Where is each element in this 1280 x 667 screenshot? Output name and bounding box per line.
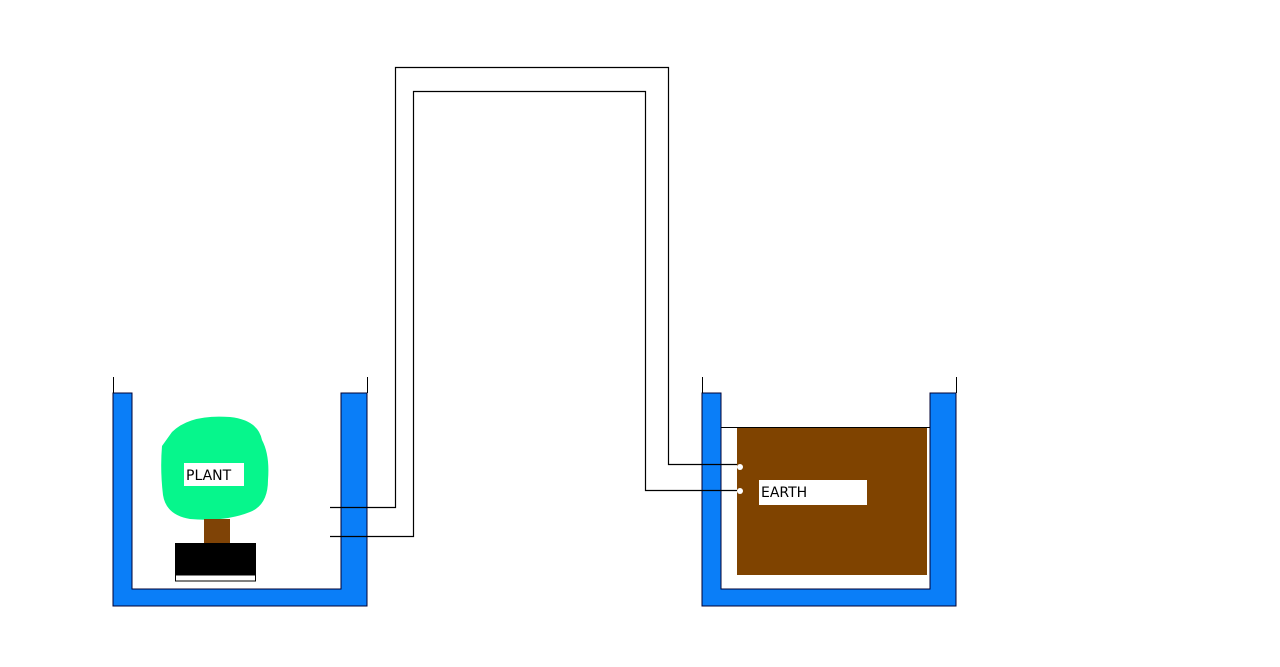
plant: PLANT (161, 416, 269, 582)
pipe-outer-wall (330, 66, 737, 509)
plant-label-box (184, 463, 244, 486)
earth-label-box (759, 480, 867, 505)
right-container-water-wall (701, 392, 957, 607)
plant-pot (175, 543, 256, 575)
pipe-outlet-icon (737, 464, 743, 470)
earth-label: EARTH (761, 485, 807, 501)
siphon-pipe (330, 66, 737, 538)
left-container-water-wall (112, 392, 368, 607)
pipe-outlet-icon (737, 488, 743, 494)
right-container: EARTH (701, 377, 957, 607)
left-container (112, 377, 368, 607)
plant-label: PLANT (186, 468, 232, 484)
plant-pot-base (175, 574, 256, 582)
plant-trunk (204, 519, 230, 544)
pipe-inner-wall (330, 90, 737, 538)
